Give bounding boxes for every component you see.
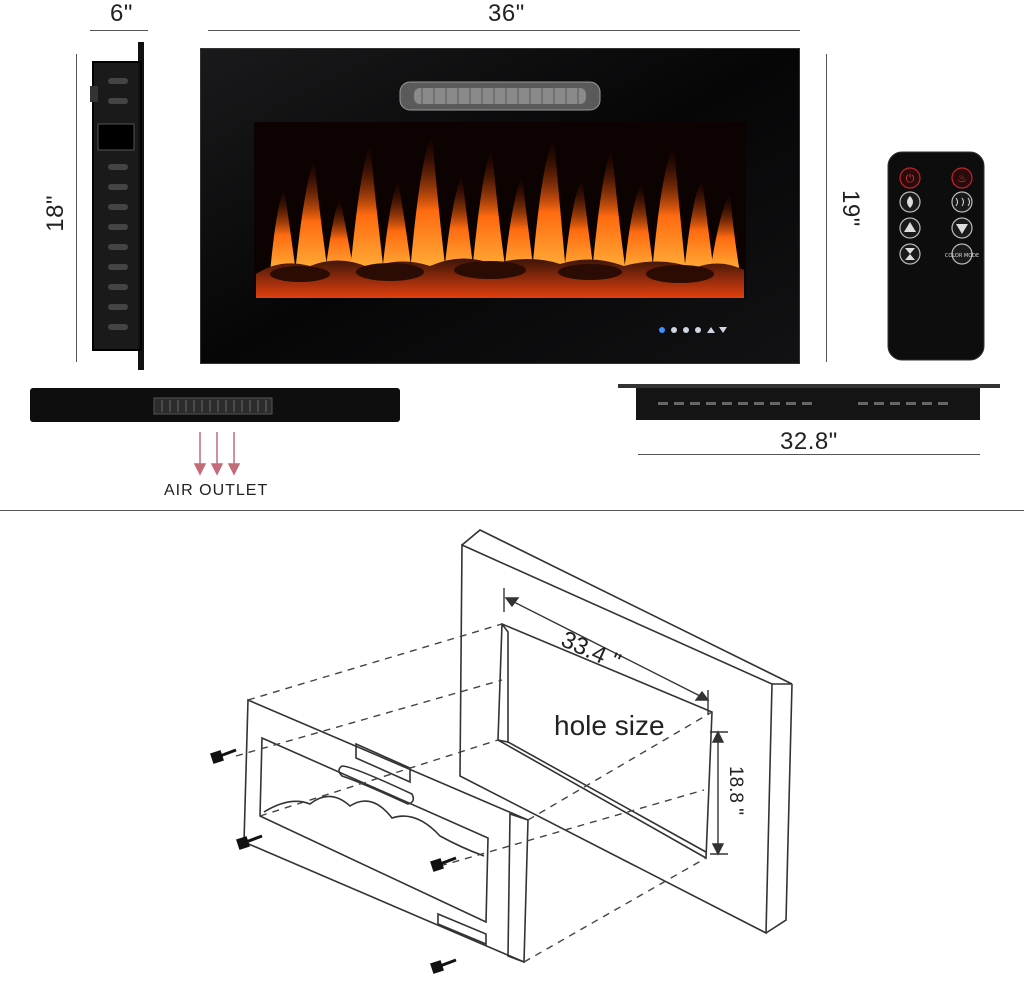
installation-diagram bbox=[210, 529, 793, 974]
remote-power-icon bbox=[899, 167, 921, 189]
depth-dimension-label: 6" bbox=[110, 0, 133, 27]
svg-text:♨: ♨ bbox=[957, 172, 967, 185]
section-divider bbox=[0, 510, 1024, 511]
width-dimension-line bbox=[208, 30, 800, 31]
svg-text:COLOR MODE: COLOR MODE bbox=[945, 253, 979, 259]
screw-icon bbox=[236, 834, 263, 850]
remote-color-mode-icon bbox=[951, 243, 973, 265]
screw-icon bbox=[430, 856, 457, 872]
remote-control: ⏻ ♨ COLOR MODE bbox=[887, 151, 985, 361]
remote-heater-icon bbox=[951, 167, 973, 189]
side-profile-view bbox=[90, 42, 144, 370]
remote-heat-wave-icon bbox=[951, 191, 973, 213]
bottom-width-dimension-label: 32.8" bbox=[780, 428, 838, 455]
bottom-width-dimension-line bbox=[638, 454, 980, 455]
screw-icon bbox=[210, 748, 237, 764]
fireplace-front-view bbox=[200, 48, 800, 364]
height-dimension-line bbox=[76, 54, 77, 362]
svg-text:⏻: ⏻ bbox=[906, 172, 915, 185]
up-icon bbox=[707, 327, 715, 333]
remote-timer-icon bbox=[899, 243, 921, 265]
hole-width-dimension bbox=[503, 588, 710, 714]
flame-icon bbox=[683, 327, 689, 333]
hole-height-dimension bbox=[710, 730, 728, 856]
bottom-profile-view bbox=[618, 384, 1000, 420]
overall-height-line bbox=[826, 54, 827, 362]
power-icon bbox=[659, 327, 665, 333]
alignment-lines bbox=[235, 623, 713, 963]
top-profile-view bbox=[30, 388, 400, 422]
air-outlet-arrows-icon bbox=[193, 432, 241, 476]
depth-dimension-line bbox=[90, 30, 148, 31]
width-dimension-label: 36" bbox=[488, 0, 525, 27]
screw-icon bbox=[430, 958, 457, 974]
height-dimension-label: 18" bbox=[42, 195, 69, 232]
timer-icon bbox=[671, 327, 677, 333]
fireplace-insert bbox=[243, 698, 529, 964]
air-outlet-label: AIR OUTLET bbox=[164, 482, 269, 499]
down-icon bbox=[719, 327, 727, 333]
hole-height-label: 18.8 " bbox=[725, 766, 746, 816]
control-panel bbox=[659, 327, 727, 333]
heat-icon bbox=[695, 327, 701, 333]
hole-size-label: hole size bbox=[554, 710, 665, 741]
overall-height-label: 19" bbox=[837, 190, 864, 227]
